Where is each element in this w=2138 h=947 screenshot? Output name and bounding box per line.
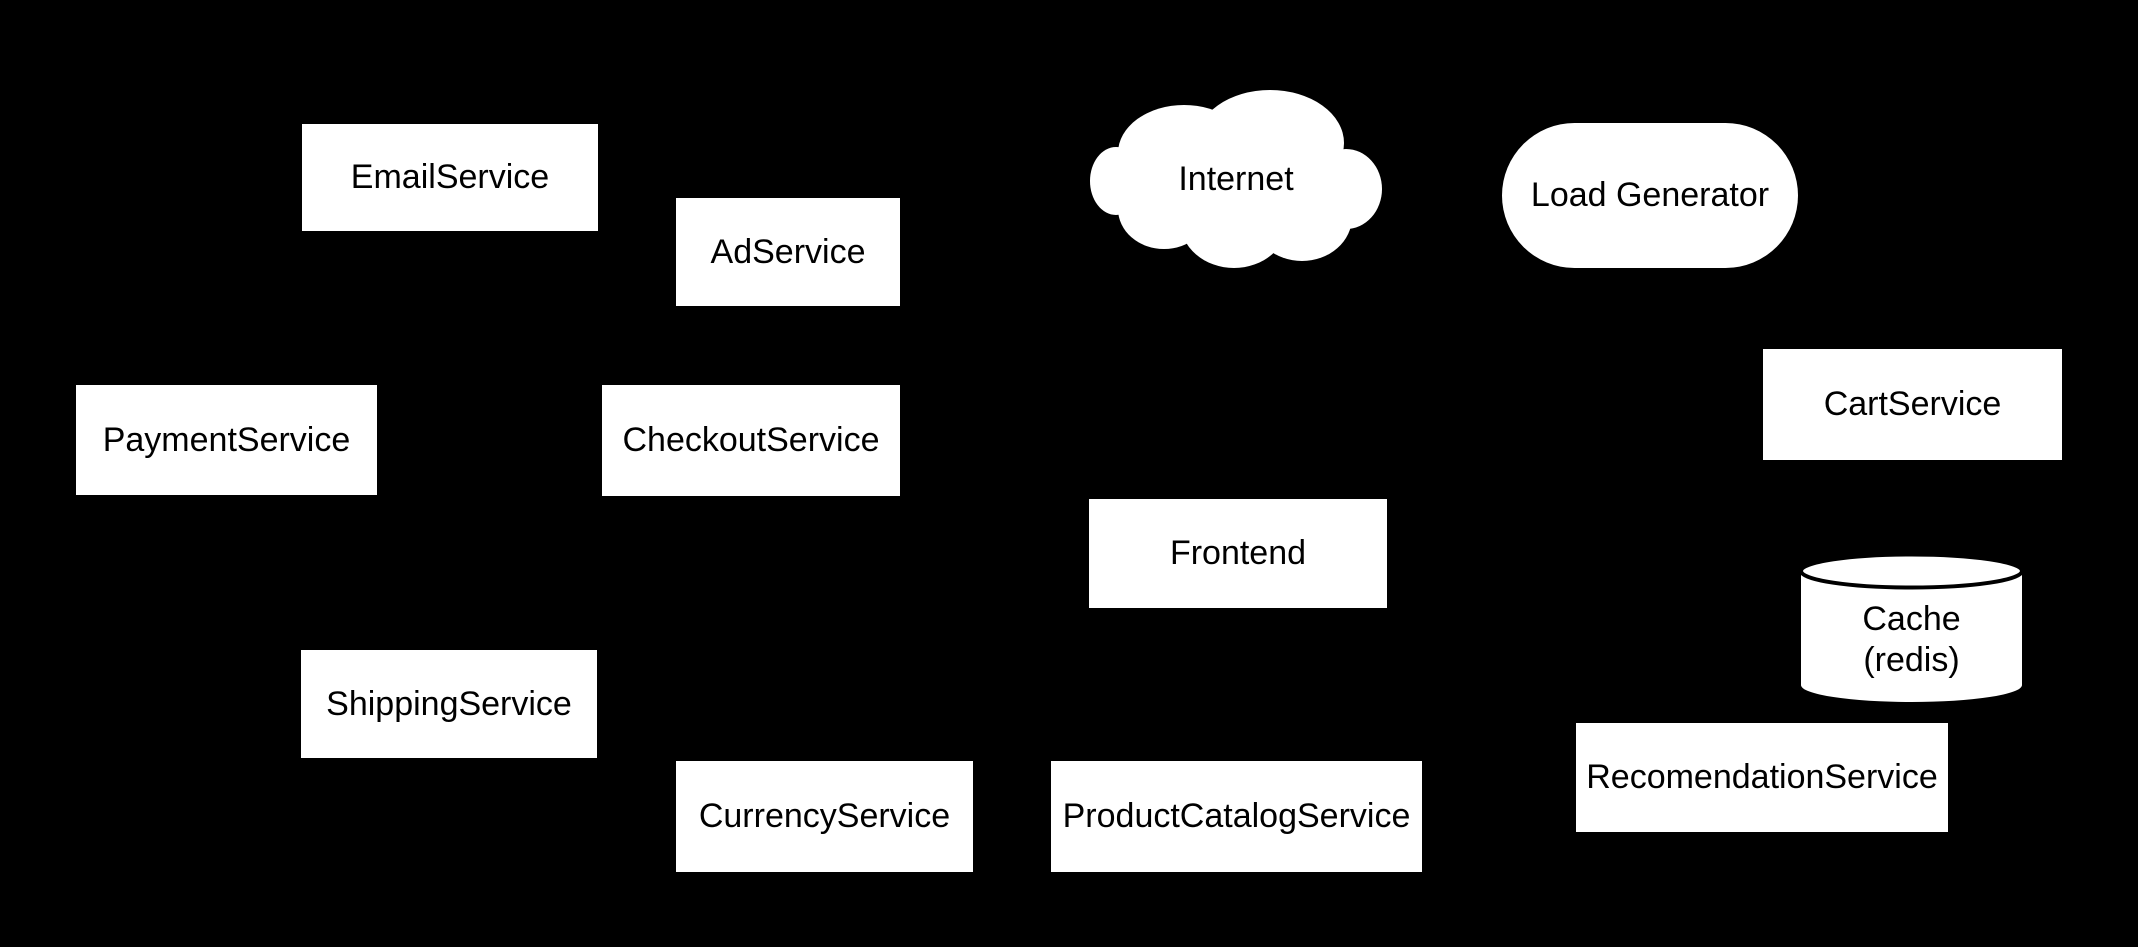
node-emailservice: EmailService (302, 124, 598, 231)
node-internet: Internet (1090, 89, 1382, 270)
node-cache-redis: Cache (redis) (1800, 552, 2023, 703)
node-recomendationservice: RecomendationService (1576, 723, 1948, 832)
node-cartservice-label: CartService (1823, 385, 2002, 424)
node-shippingservice-label: ShippingService (326, 684, 572, 723)
node-currencyservice: CurrencyService (676, 761, 973, 872)
node-frontend-label: Frontend (1169, 534, 1307, 573)
cloud-icon (1090, 90, 1382, 268)
node-recomendationservice-label: RecomendationService (1586, 758, 1938, 797)
node-load-generator: Load Generator (1502, 123, 1798, 268)
node-cache-redis-label: Cache (redis) (1862, 575, 1960, 679)
node-paymentservice-label: PaymentService (102, 420, 351, 459)
node-frontend: Frontend (1089, 499, 1387, 608)
node-paymentservice: PaymentService (76, 385, 377, 495)
node-productcatalogservice: ProductCatalogService (1051, 761, 1422, 872)
node-checkoutservice: CheckoutService (602, 385, 900, 496)
node-productcatalogservice-label: ProductCatalogService (1062, 797, 1411, 836)
node-checkoutservice-label: CheckoutService (622, 421, 880, 460)
node-load-generator-label: Load Generator (1530, 176, 1770, 215)
node-adservice: AdService (676, 198, 900, 306)
node-internet-label: Internet (1178, 160, 1294, 199)
node-adservice-label: AdService (710, 232, 866, 271)
node-cartservice: CartService (1763, 349, 2062, 460)
node-emailservice-label: EmailService (350, 158, 550, 197)
node-cache-redis-label-line2: (redis) (1863, 640, 1960, 679)
node-cache-redis-label-line1: Cache (1862, 600, 1961, 639)
node-shippingservice: ShippingService (301, 650, 597, 758)
database-cylinder-icon (1800, 552, 2023, 702)
node-currencyservice-label: CurrencyService (698, 797, 951, 836)
